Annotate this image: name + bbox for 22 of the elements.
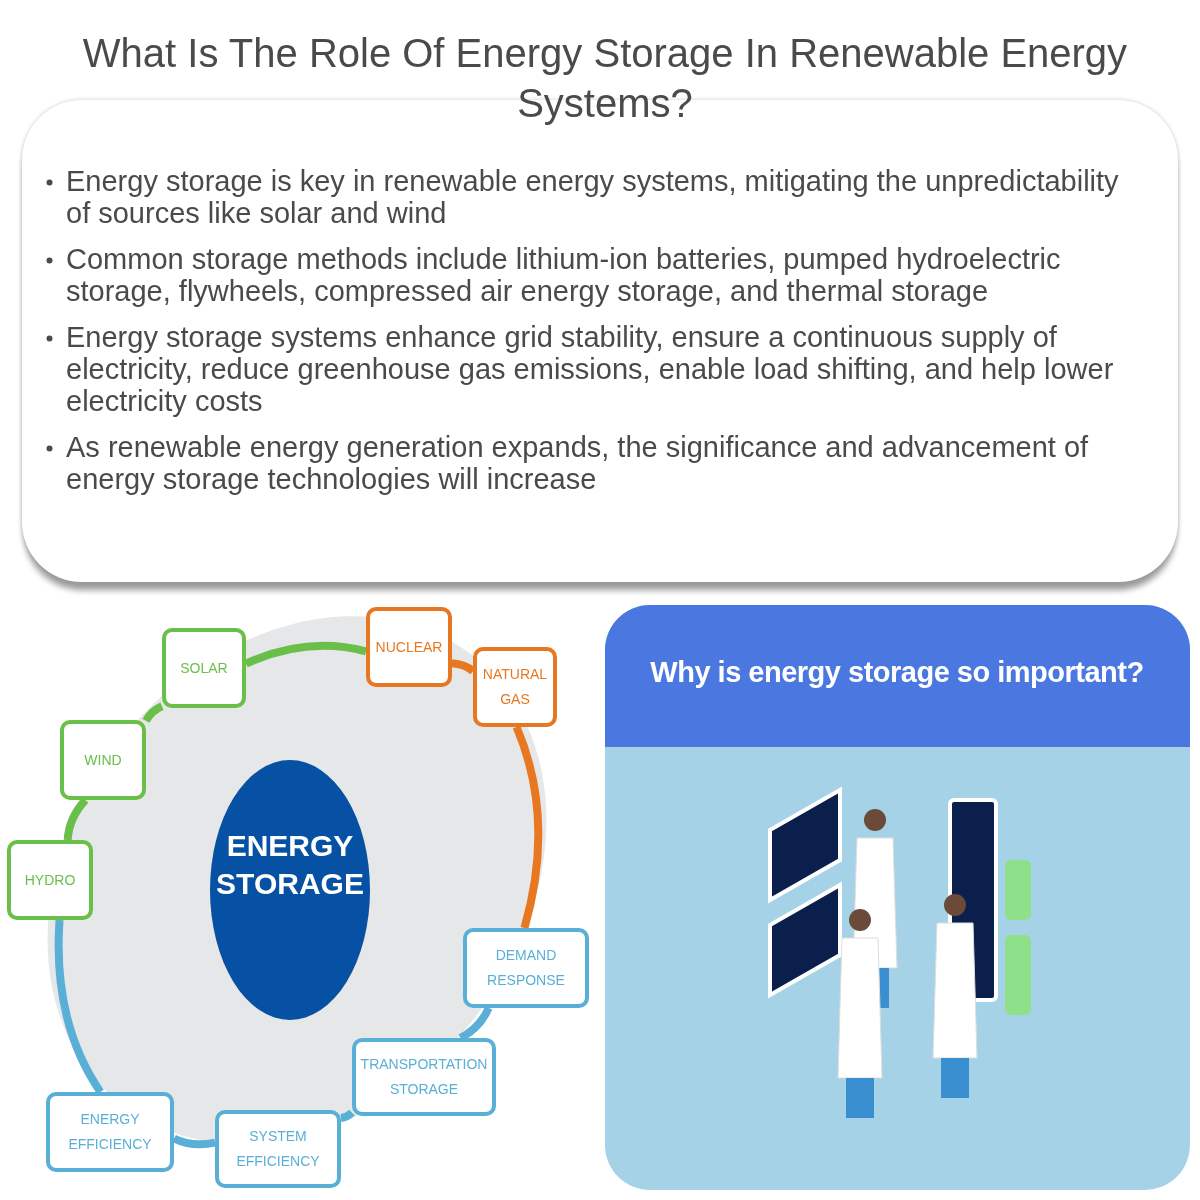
category-box: HYDRO <box>7 840 93 920</box>
ring-segment <box>244 641 367 668</box>
bullet-text: Energy storage systems enhance grid stability, ensure a continuous supply of electricity, reduce greenhouse gas emissions, enable load shifting, and help lower electricity costs <box>66 321 1115 417</box>
page-title: What Is The Role Of Energy Storage In Renewable Energy Systems? <box>81 30 1129 127</box>
ring-segment <box>54 919 104 1095</box>
bullet-text: Common storage methods include lithium-ion batteries, pumped hydroelectric storage, flywheels, compressed air energy storage, and thermal storage <box>66 243 1062 307</box>
ring-segment <box>512 725 543 930</box>
category-box: NATURAL GAS <box>473 647 557 727</box>
category-box: DEMAND RESPONSE <box>463 928 589 1008</box>
panel-heading: Why is energy storage so important? <box>649 655 1145 690</box>
ring-segment <box>340 1109 355 1122</box>
category-box: NUCLEAR <box>366 607 452 687</box>
category-box: TRANSPORTATION STORAGE <box>352 1038 496 1116</box>
bullet-text: As renewable energy generation expands, the significance and advancement of energy storage technologies will increase <box>66 431 1090 495</box>
category-box: SYSTEM EFFICIENCY <box>215 1110 341 1188</box>
ring-segment <box>142 702 164 723</box>
category-box: ENERGY EFFICIENCY <box>46 1092 174 1172</box>
category-box: SOLAR <box>162 628 246 708</box>
bullet-text: Energy storage is key in renewable energy systems, mitigating the unpredictability of sources like solar and wind <box>66 165 1120 229</box>
ring-segment <box>172 1134 216 1149</box>
ring-segment <box>63 797 89 841</box>
category-box: WIND <box>60 720 146 800</box>
